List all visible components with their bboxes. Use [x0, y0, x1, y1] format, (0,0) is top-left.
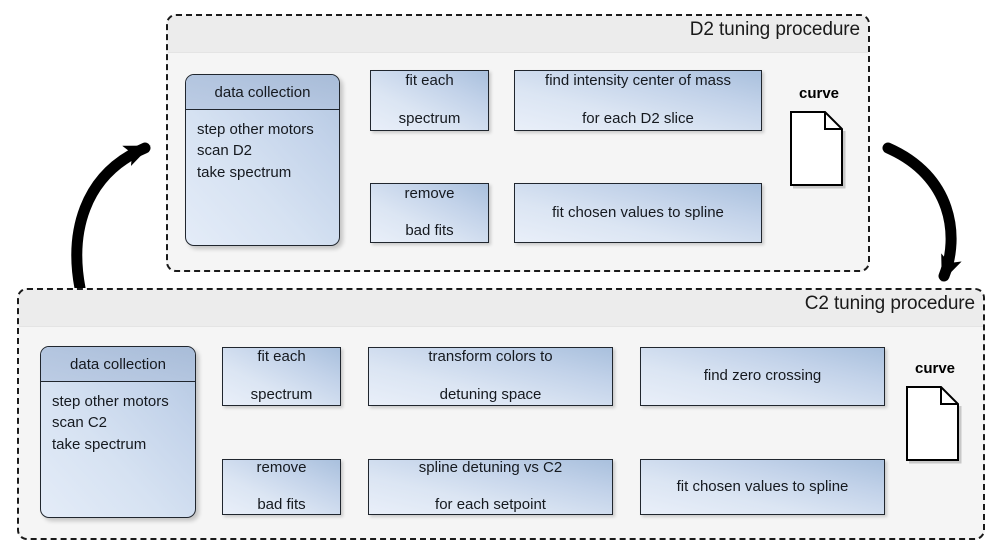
c2-curve-output: curve: [902, 360, 968, 475]
c2-data-collection-box[interactable]: data collection step other motors scan C…: [40, 346, 196, 518]
c2-data-collection-body: step other motors scan C2 take spectrum: [41, 382, 195, 455]
d2-find-com-text: find intensity center of mass for each D…: [537, 72, 739, 128]
d2-data-collection-body: step other motors scan D2 take spectrum: [186, 110, 339, 183]
loop-arrow-d2-to-c2: [882, 142, 962, 282]
c2-transform-text: transform colors to detuning space: [420, 348, 560, 404]
d2-fit-spline-text: fit chosen values to spline: [552, 203, 724, 221]
c2-dc-line-3: take spectrum: [52, 435, 147, 453]
c2-node-spline-detuning[interactable]: spline detuning vs C2 for each setpoint: [368, 459, 613, 515]
c2-remove-bad-fits-text: remove bad fits: [248, 459, 314, 515]
d2-com-l2: for each D2 slice: [582, 109, 694, 127]
c2-dc-line-2: scan C2: [52, 414, 108, 432]
d2-fit-l1: fit each: [405, 72, 454, 90]
d2-remove-l2: bad fits: [405, 222, 454, 240]
c2-node-find-zero-crossing[interactable]: find zero crossing: [640, 347, 885, 406]
c2-find-zero-crossing-text: find zero crossing: [703, 367, 822, 385]
c2-transform-l1: transform colors to: [428, 348, 553, 366]
c2-fit-l1: fit each: [257, 348, 306, 366]
c2-fit-each-spectrum-text: fit each spectrum: [243, 348, 321, 404]
c2-spline-detuning-text: spline detuning vs C2 for each setpoint: [411, 459, 570, 515]
d2-node-fit-chosen-values-to-spline[interactable]: fit chosen values to spline: [514, 183, 762, 243]
c2-node-fit-chosen-values-to-spline[interactable]: fit chosen values to spline: [640, 459, 885, 515]
loop-arrow-c2-to-d2: [71, 142, 151, 294]
d2-node-remove-bad-fits[interactable]: remove bad fits: [370, 183, 489, 243]
d2-procedure-title: D2 tuning procedure: [689, 19, 860, 40]
c2-curve-document-icon: [906, 386, 962, 464]
c2-transform-l2: detuning space: [439, 385, 542, 403]
d2-node-find-center-of-mass[interactable]: find intensity center of mass for each D…: [514, 70, 762, 131]
d2-fit-l2: spectrum: [398, 109, 461, 127]
c2-fit-l2: spectrum: [250, 385, 313, 403]
d2-dc-line-2: scan D2: [197, 142, 253, 160]
d2-curve-output: curve: [786, 85, 852, 200]
c2-procedure-header: [19, 290, 983, 327]
d2-data-collection-box[interactable]: data collection step other motors scan D…: [185, 74, 340, 246]
d2-procedure-header: [168, 16, 868, 53]
c2-curve-label: curve: [914, 360, 956, 377]
c2-spline-l1: spline detuning vs C2: [418, 458, 563, 476]
c2-spline-l2: for each setpoint: [435, 496, 546, 514]
c2-data-collection-header: data collection: [41, 347, 195, 382]
c2-procedure-title: C2 tuning procedure: [804, 293, 975, 314]
d2-remove-bad-fits-text: remove bad fits: [396, 185, 462, 241]
d2-node-fit-each-spectrum[interactable]: fit each spectrum: [370, 70, 489, 131]
c2-node-fit-each-spectrum[interactable]: fit each spectrum: [222, 347, 341, 406]
d2-dc-line-3: take spectrum: [197, 163, 292, 181]
c2-remove-l2: bad fits: [257, 496, 306, 514]
c2-node-transform-colors[interactable]: transform colors to detuning space: [368, 347, 613, 406]
d2-curve-document-icon: [790, 111, 846, 189]
c2-fit-spline-text: fit chosen values to spline: [676, 477, 849, 495]
d2-remove-l1: remove: [404, 184, 455, 202]
c2-remove-l1: remove: [256, 458, 307, 476]
d2-com-l1: find intensity center of mass: [545, 72, 731, 90]
d2-fit-each-spectrum-text: fit each spectrum: [391, 72, 469, 128]
c2-node-remove-bad-fits[interactable]: remove bad fits: [222, 459, 341, 515]
d2-curve-label: curve: [798, 85, 840, 102]
d2-dc-line-1: step other motors: [197, 121, 314, 138]
c2-dc-line-1: step other motors: [52, 393, 169, 410]
d2-data-collection-header: data collection: [186, 75, 339, 110]
